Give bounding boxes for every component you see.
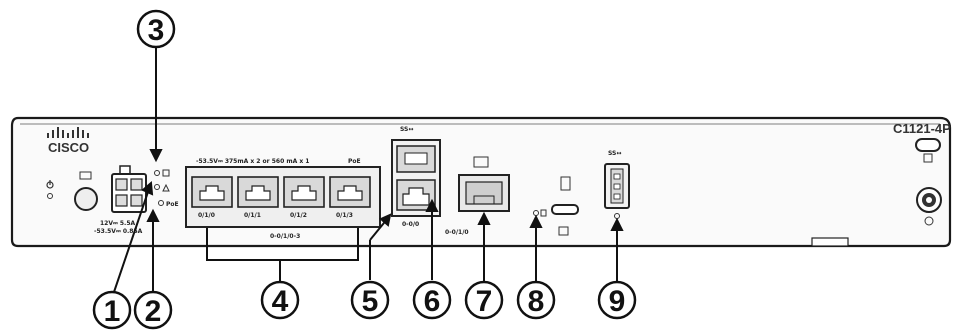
ground-icon bbox=[916, 187, 942, 226]
callout-2: 2 bbox=[133, 290, 173, 330]
ethernet-port[interactable] bbox=[283, 176, 325, 208]
callout-number: 8 bbox=[528, 285, 545, 318]
wan-combo-ports: SS↔ 0-0/0 bbox=[391, 126, 441, 228]
callout-number: 1 bbox=[104, 295, 121, 328]
ge-port[interactable]: 0-0/1/0 bbox=[445, 156, 510, 236]
leader-lines bbox=[113, 48, 624, 293]
callout-number: 5 bbox=[362, 285, 379, 318]
power-button[interactable] bbox=[74, 171, 98, 211]
power-spec-line-2: -53.5V⎓ 0.85A bbox=[94, 228, 143, 235]
port-label: 0/1/1 bbox=[244, 212, 261, 219]
usb-ss-label: SS↔ bbox=[400, 126, 413, 133]
callout-number: 7 bbox=[476, 285, 493, 318]
wan-label: 0-0/0 bbox=[402, 221, 419, 228]
callout-5: 5 bbox=[350, 280, 390, 320]
callout-6: 6 bbox=[412, 280, 452, 320]
callout-number: 4 bbox=[272, 285, 289, 318]
callout-8: 8 bbox=[516, 280, 556, 320]
ethernet-port[interactable] bbox=[237, 176, 279, 208]
callout-9: 9 bbox=[597, 280, 637, 320]
callout-7: 7 bbox=[464, 280, 504, 320]
callout-4: 4 bbox=[260, 280, 300, 320]
usb-port[interactable]: SS↔ bbox=[604, 150, 630, 219]
ge-label: 0-0/1/0 bbox=[445, 229, 469, 236]
port-label: 0/1/2 bbox=[290, 212, 307, 219]
callout-3: 3 bbox=[136, 9, 176, 49]
brand-text: CISCO bbox=[48, 140, 89, 155]
power-spec-line-1: 12V⎓ 5.5A bbox=[100, 220, 135, 227]
rj45-wan-port[interactable] bbox=[396, 179, 436, 211]
callout-number: 3 bbox=[148, 14, 165, 47]
lock-icon bbox=[915, 138, 941, 163]
power-connector: 12V⎓ 5.5A -53.5V⎓ 0.85A bbox=[94, 165, 147, 235]
model-label: C1121-4P bbox=[893, 121, 951, 136]
ethernet-port[interactable] bbox=[191, 176, 233, 208]
cisco-logo: CISCO bbox=[47, 127, 89, 155]
ethernet-port[interactable] bbox=[329, 176, 371, 208]
status-leds: PoE bbox=[154, 169, 179, 208]
chassis-foot bbox=[811, 237, 849, 247]
switch-range-label: 0-0/1/0-3 bbox=[270, 233, 300, 240]
callout-number: 6 bbox=[424, 285, 441, 318]
callout-number: 9 bbox=[609, 285, 626, 318]
sfp-port[interactable] bbox=[396, 145, 436, 173]
callout-1: 1 bbox=[92, 290, 132, 330]
poe-switch-ports: -53.5V⎓ 375mA x 2 or 560 mA x 1 PoE 0/1/… bbox=[185, 158, 381, 228]
poe-spec-label: -53.5V⎓ 375mA x 2 or 560 mA x 1 bbox=[196, 158, 309, 165]
port-label: 0/1/3 bbox=[336, 212, 353, 219]
callout-number: 2 bbox=[145, 295, 162, 328]
svg-text:SS↔: SS↔ bbox=[608, 150, 621, 157]
svg-text:PoE: PoE bbox=[166, 201, 179, 208]
power-icon bbox=[46, 180, 54, 199]
poe-label: PoE bbox=[348, 158, 361, 165]
port-label: 0/1/0 bbox=[198, 212, 215, 219]
